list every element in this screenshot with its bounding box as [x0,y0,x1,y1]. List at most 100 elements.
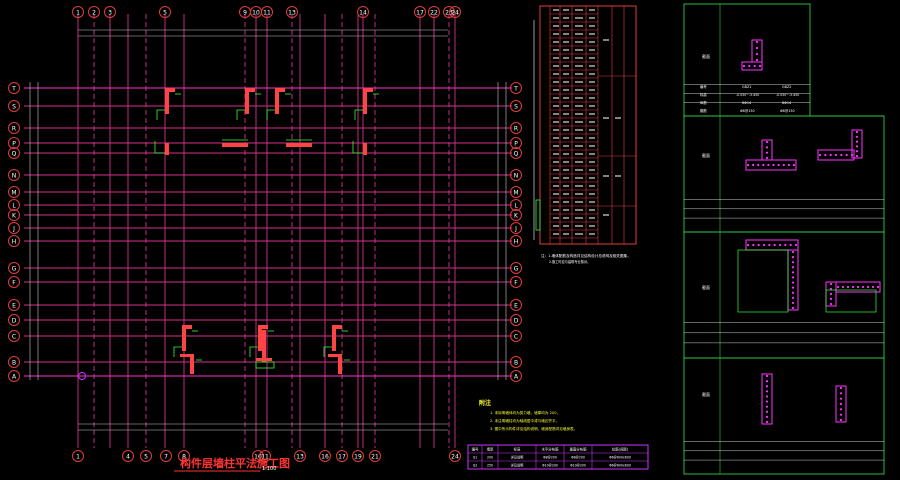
drawing-scale: 1:100 [262,466,276,472]
wall-column[interactable] [180,354,202,374]
axis-bubble-left [8,235,20,247]
axis-bubble-left [8,122,20,134]
axis-bubble-top [261,6,273,18]
rebar-dot [855,135,859,138]
rebar-dot [824,153,827,157]
wall-column[interactable] [328,354,350,374]
legend-header-cell: 墙厚 [487,447,494,452]
axis-bubble-bottom [122,450,134,462]
rebar-dot [765,385,769,388]
wall-column[interactable] [173,325,198,357]
axis-bubble-bottom [319,450,331,462]
rebar-dot [765,146,769,149]
axis-bubble-label: 5 [144,454,148,461]
axis-bubble-label: H [12,238,17,245]
wall-column[interactable] [352,141,367,155]
axis-bubble-left [8,222,20,234]
wall-column[interactable] [156,88,181,120]
wall-column[interactable] [286,139,312,147]
axis-bubble-left [8,100,20,112]
rebar-dot [765,405,769,408]
wall-column[interactable] [354,88,379,120]
legend-header-cell: 拉筋(间距) [612,447,629,452]
column-shape [258,325,268,329]
axis-bubble-bottom [72,450,84,462]
note-line-3: 3. 图中所示构件详见结构说明，墙身配筋详见墙身表。 [490,426,577,431]
legend-header-cell: 标高 [514,447,521,452]
axis-bubble-label: 24 [451,10,459,17]
column-schedule-table[interactable] [533,5,637,245]
section-label-1: 截面 [702,53,710,59]
wall-column[interactable] [255,330,275,369]
axis-bubble-label: C [12,333,16,340]
rebar-dot [829,153,832,157]
rebar-dot [866,285,870,289]
wall-columns[interactable] [154,88,379,374]
rebar-dot [791,261,795,264]
rebar-dot [839,408,843,411]
rebar-dot [787,163,790,167]
rebar-dot [765,415,769,418]
axis-bubble-label: 9 [243,10,247,17]
axis-bubble-right [510,209,522,221]
rebar-dot [791,286,795,289]
axis-bubble-label: F [12,279,16,286]
axis-bubble-label: M [11,189,16,196]
column-shape [332,325,342,329]
rebar-dot [753,64,756,68]
legend-cell: Φ6@600x600 [609,456,631,460]
wall-column[interactable] [249,325,274,357]
column-shape [328,354,340,357]
axis-bubble-label: 10 [254,454,262,461]
axis-bubble-label: 7 [164,454,168,461]
axis-bubble-label: C [514,333,518,340]
axis-bubble-label: T [513,85,518,92]
leader-line [173,346,182,357]
axis-bubble-right [510,82,522,94]
axis-bubble-label: P [12,140,16,147]
rebar-dot [840,153,843,157]
leader-line [156,109,165,120]
axis-bubble-label: P [514,140,518,147]
column-detail-sheet[interactable] [683,3,885,475]
leader-line [354,109,363,120]
axis-bubble-label: N [12,172,17,179]
detail-stirrup-2: Φ8@150 [780,109,795,113]
legend-cell: Φ10@200 [542,464,558,468]
axis-bubble-label: 5 [163,10,167,17]
axis-bubble-right [510,147,522,159]
rebar-dot [765,410,769,413]
wall-column[interactable] [323,325,348,357]
rebar-dot [829,282,833,286]
column-shape [262,330,266,362]
rebar-dot [746,243,750,247]
rebar-dot [839,402,843,406]
row-label-elevation: 标高 [700,92,707,97]
rebar-dot [789,243,792,247]
wall-column[interactable] [236,88,261,120]
axis-bubble-label: D [12,317,17,324]
axis-bubble-right [510,199,522,211]
axis-bubble-left [8,314,20,326]
rebar-section [835,281,881,293]
axis-bubble-label: G [12,265,17,272]
column-shape [245,88,249,114]
axis-bubble-label: 4 [126,454,130,461]
wall-column[interactable] [222,139,248,147]
rebar-dot [791,255,795,259]
dimension-lines [29,29,507,431]
detail-number-1: GBZ1 [742,85,751,89]
rebar-dot [855,145,859,148]
wall-column[interactable] [266,88,291,120]
rebar-dot [765,156,769,160]
column-shape [165,88,169,114]
wall-column[interactable] [154,141,169,155]
axis-bubble-top [449,6,461,18]
column-shape [363,143,367,155]
rebar-section [851,129,863,159]
